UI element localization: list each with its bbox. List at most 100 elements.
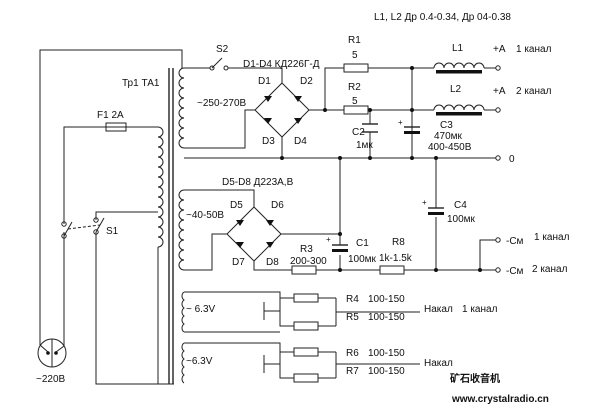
inductor-l2 xyxy=(433,104,485,116)
node-bias-e xyxy=(434,268,438,272)
capacitor-c4: + xyxy=(422,198,444,215)
transformer-label: Тр1 ТА1 xyxy=(122,78,160,89)
node-zero-c xyxy=(410,156,414,160)
r2-value: 5 xyxy=(352,96,358,107)
heater1-wiring xyxy=(184,291,420,333)
out-cm2-ch: 2 канал xyxy=(532,264,568,275)
l1-label: L1 xyxy=(452,43,464,54)
c2-value: 1мк xyxy=(356,140,373,151)
bias-wiring xyxy=(184,158,496,271)
c1-value: 100мк xyxy=(348,254,377,265)
svg-text:+: + xyxy=(422,198,427,207)
resistor-r1 xyxy=(343,63,369,73)
c3-name: C3 xyxy=(440,120,453,131)
out-a1: +A xyxy=(493,44,506,55)
out-a2: +A xyxy=(493,86,506,97)
terminal-a2 xyxy=(495,107,501,113)
watermark-cn: 矿石收音机 xyxy=(450,372,500,385)
node-hv-c xyxy=(410,108,414,112)
r5-name: R5 xyxy=(346,312,359,323)
diode-d5: D5 xyxy=(230,200,243,211)
capacitor-c2 xyxy=(362,123,378,133)
bridge-lv xyxy=(226,206,282,262)
heater2-wiring xyxy=(184,342,420,379)
mains-voltage: ~220В xyxy=(36,374,66,385)
r1-name: R1 xyxy=(348,35,361,46)
node-zero-a xyxy=(280,156,284,160)
c1-name: C1 xyxy=(356,238,369,249)
c4-value: 100мк xyxy=(447,214,476,225)
c2-name: C2 xyxy=(352,127,365,138)
bridge-lv-title: D5-D8 Д223А,В xyxy=(222,177,294,188)
r8-name: R8 xyxy=(392,237,405,248)
nakal2: Накал xyxy=(424,358,453,369)
resistor-r3 xyxy=(291,265,317,275)
secondary-winding-heater2 xyxy=(181,342,185,384)
bridge-hv xyxy=(254,82,310,138)
r4-name: R4 xyxy=(346,294,359,305)
svg-text:+: + xyxy=(398,118,403,127)
node-bias-b xyxy=(338,232,342,236)
r3-value: 200-300 xyxy=(290,256,327,267)
resistor-r4 xyxy=(293,293,319,303)
terminal-cm1 xyxy=(495,237,501,243)
r7-name: R7 xyxy=(346,366,359,377)
out-cm1: -См xyxy=(506,236,524,247)
switch-s1 xyxy=(61,217,105,239)
r5-value: 100-150 xyxy=(368,312,405,323)
out-a1-ch: 1 канал xyxy=(516,44,552,55)
svg-text:+: + xyxy=(326,235,331,244)
node-bias-d xyxy=(434,156,438,160)
diode-d1: D1 xyxy=(258,76,271,87)
out-cm2: -См xyxy=(506,266,524,277)
sec4-voltage: ~6.3V xyxy=(186,356,213,367)
l2-label: L2 xyxy=(450,84,462,95)
secondary-winding-hv xyxy=(178,67,185,149)
sec1-voltage: ~250-270В xyxy=(197,98,247,109)
mains-wiring xyxy=(39,49,183,385)
capacitor-c1: + xyxy=(326,235,348,252)
secondary-winding-bias xyxy=(178,189,185,271)
diode-d3: D3 xyxy=(262,136,275,147)
switch-s2-label: S2 xyxy=(216,44,229,55)
resistor-r8 xyxy=(379,265,405,275)
c3-value: 470мк xyxy=(434,131,463,142)
r2-name: R2 xyxy=(348,82,361,93)
primary-winding xyxy=(157,126,164,248)
bridge-hv-title: D1-D4 КД226Г-Д xyxy=(243,59,320,70)
node-hv-b xyxy=(410,66,414,70)
resistor-r7 xyxy=(293,373,319,383)
r3-name: R3 xyxy=(300,244,313,255)
node-hv-a xyxy=(323,108,327,112)
transformer-core xyxy=(168,68,174,384)
resistor-r6 xyxy=(293,347,319,357)
diode-d4: D4 xyxy=(294,136,307,147)
secondary-winding-heater1 xyxy=(181,291,185,333)
out-zero: 0 xyxy=(509,154,515,165)
diode-d8: D8 xyxy=(266,257,279,268)
fuse-label: F1 2A xyxy=(97,110,124,121)
terminal-cm2 xyxy=(495,267,501,273)
mains-plug-icon xyxy=(37,338,67,368)
r8-value: 1k-1.5k xyxy=(379,253,413,264)
diode-d2: D2 xyxy=(300,76,313,87)
sec2-voltage: ~40-50В xyxy=(186,210,224,221)
fuse-f1 xyxy=(105,122,127,132)
nakal1-ch: 1 канал xyxy=(462,304,498,315)
c4-name: C4 xyxy=(454,200,467,211)
node-hv-d xyxy=(368,108,372,112)
node-bias-f xyxy=(478,268,482,272)
terminal-zero xyxy=(495,155,501,161)
switch-s2 xyxy=(184,57,283,83)
sec3-voltage: ~ 6.3V xyxy=(186,304,216,315)
node-bias-c xyxy=(338,268,342,272)
inductor-l1 xyxy=(433,62,485,74)
r1-value: 5 xyxy=(352,50,358,61)
node-zero-b xyxy=(368,156,372,160)
r6-name: R6 xyxy=(346,348,359,359)
out-a2-ch: 2 канал xyxy=(516,86,552,97)
inductor-spec: L1, L2 Др 0.4-0.34, Др 04-0.38 xyxy=(374,12,511,23)
nakal1: Накал xyxy=(424,304,453,315)
r7-value: 100-150 xyxy=(368,366,405,377)
